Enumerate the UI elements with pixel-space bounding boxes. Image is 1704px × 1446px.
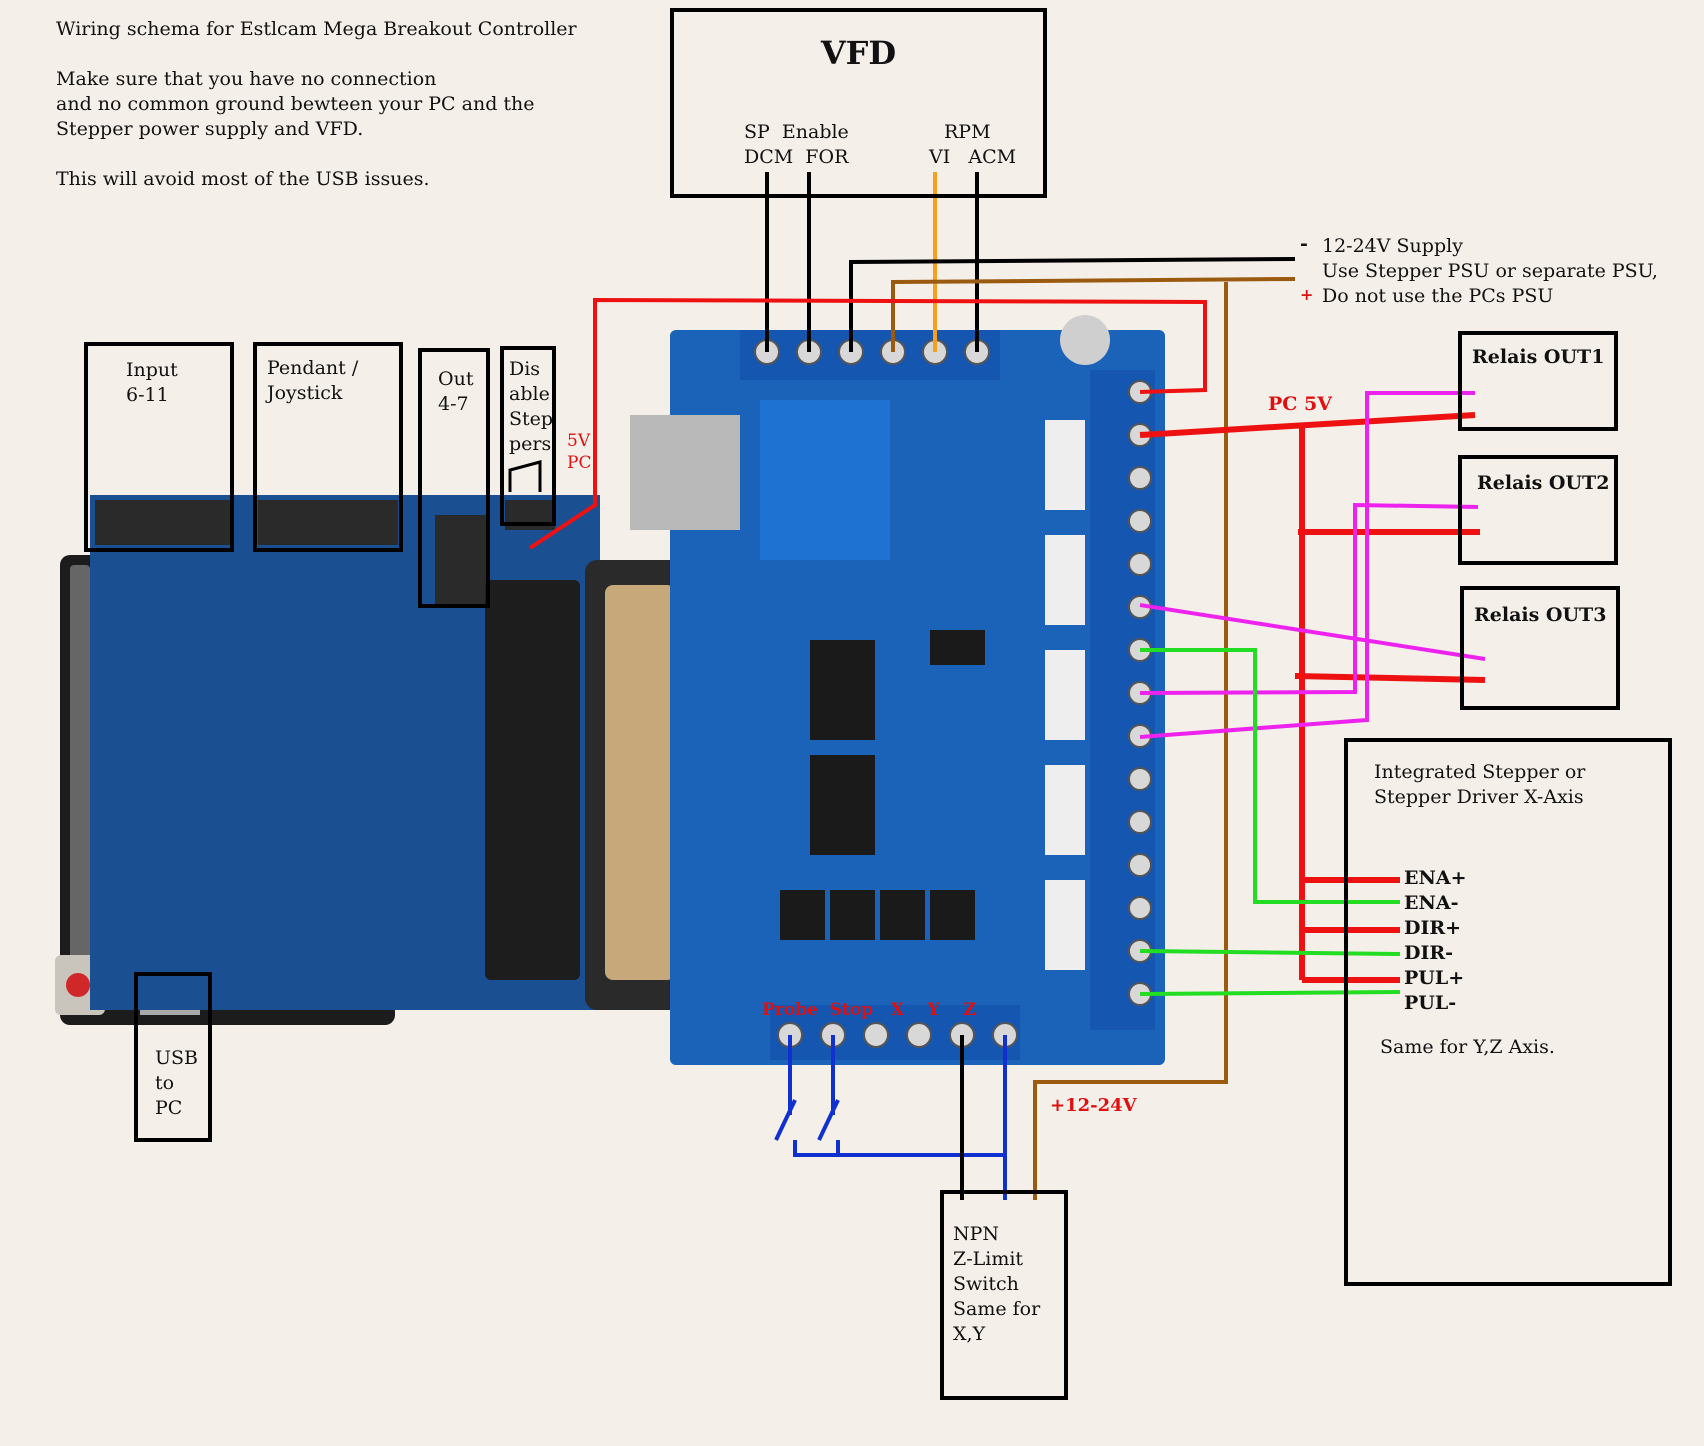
wire-5v-pc (528, 297, 1207, 550)
bottom-terminal-labels: Probe Stop X Y Z (762, 1000, 976, 1020)
vfd-title: VFD (820, 34, 897, 72)
supply-plus: + (1300, 285, 1314, 304)
stepper-note: Same for Y,Z Axis. (1380, 1036, 1555, 1058)
wire-supply-minus (849, 257, 1296, 352)
pendant-box: Pendant / Joystick (253, 342, 403, 552)
motor-connectors (1045, 420, 1085, 970)
stepper-driver-box: Integrated Stepper or Stepper Driver X-A… (1344, 738, 1672, 1286)
ic-chips (810, 630, 985, 855)
db25-female (485, 580, 580, 980)
warning-line-1: Make sure that you have no connection (56, 68, 437, 90)
supply-line-2: Use Stepper PSU or separate PSU, (1322, 260, 1658, 282)
disable-label: Dis able Step pers (509, 358, 554, 455)
wire-out1 (1139, 391, 1475, 739)
usb-box: USB to PC (134, 972, 212, 1142)
npn-label: NPN Z-Limit Switch Same for X,Y (953, 1223, 1041, 1345)
relais-out3-label: Relais OUT3 (1474, 604, 1607, 626)
supply-line-1: 12-24V Supply (1322, 235, 1463, 257)
probe-stop-switches (774, 1035, 1007, 1200)
wire-supply-plus-down (1033, 282, 1228, 1200)
out-label: Out 4-7 (438, 368, 474, 415)
wire-pc5v-main (1139, 412, 1476, 438)
warning-line-4: This will avoid most of the USB issues. (56, 168, 430, 190)
wire-ena-minus (1140, 648, 1400, 904)
relais-out2-box: Relais OUT2 (1458, 455, 1618, 565)
vfd-sp-enable: SP Enable (744, 121, 849, 143)
relais-out1-box: Relais OUT1 (1458, 331, 1618, 431)
warning-line-2: and no common ground bewteen your PC and… (56, 93, 535, 115)
relais-out1-label: Relais OUT1 (1472, 346, 1605, 368)
pin-ena-minus: ENA- (1404, 892, 1459, 914)
vfd-rpm: RPM (944, 121, 991, 143)
vfd-vi-acm: VI ACM (929, 146, 1017, 168)
wire-out2 (1139, 502, 1479, 695)
supply-line-3: Do not use the PCs PSU (1322, 285, 1554, 307)
pin-pul-plus: PUL+ (1404, 967, 1465, 989)
stepper-title: Integrated Stepper or Stepper Driver X-A… (1374, 761, 1586, 808)
npn-switch-box: NPN Z-Limit Switch Same for X,Y (940, 1190, 1068, 1400)
pendant-label: Pendant / Joystick (267, 357, 359, 404)
wire-out3 (1139, 603, 1486, 661)
disable-steppers-box: Dis able Step pers (500, 346, 556, 526)
pc-5v-small-label: 5V PC (567, 431, 592, 473)
usb-a-connector (630, 415, 740, 530)
out-box: Out 4-7 (418, 348, 490, 608)
optocouplers (780, 890, 975, 940)
capacitor (1060, 315, 1110, 365)
terminal-bottom (770, 1005, 1020, 1060)
vfd-box: VFD SP Enable DCM FOR RPM VI ACM (670, 8, 1047, 198)
pin-dir-minus: DIR- (1404, 942, 1454, 964)
relay (760, 400, 890, 560)
pin-pul-minus: PUL- (1404, 992, 1457, 1014)
vfd-dcm-for: DCM FOR (744, 146, 849, 168)
wire-pul-minus (1139, 990, 1401, 996)
wire-supply-plus (891, 277, 1296, 352)
plus-12-24v-label: +12-24V (1050, 1095, 1137, 1116)
input-label: Input 6-11 (126, 359, 178, 406)
disable-jumper (508, 460, 542, 492)
diagram-title: Wiring schema for Estlcam Mega Breakout … (56, 18, 577, 40)
terminal-top (740, 330, 1000, 380)
pc-5v-label: PC 5V (1268, 393, 1332, 415)
warning-line-3: Stepper power supply and VFD. (56, 118, 364, 140)
usb-label: USB to PC (155, 1047, 198, 1119)
pin-ena-plus: ENA+ (1404, 867, 1467, 889)
wire-dir-minus (1139, 949, 1401, 956)
pin-dir-plus: DIR+ (1404, 917, 1462, 939)
supply-minus: - (1300, 233, 1308, 255)
relais-out3-box: Relais OUT3 (1460, 586, 1620, 710)
relais-out2-label: Relais OUT2 (1477, 472, 1610, 494)
input-box: Input 6-11 (84, 342, 234, 552)
